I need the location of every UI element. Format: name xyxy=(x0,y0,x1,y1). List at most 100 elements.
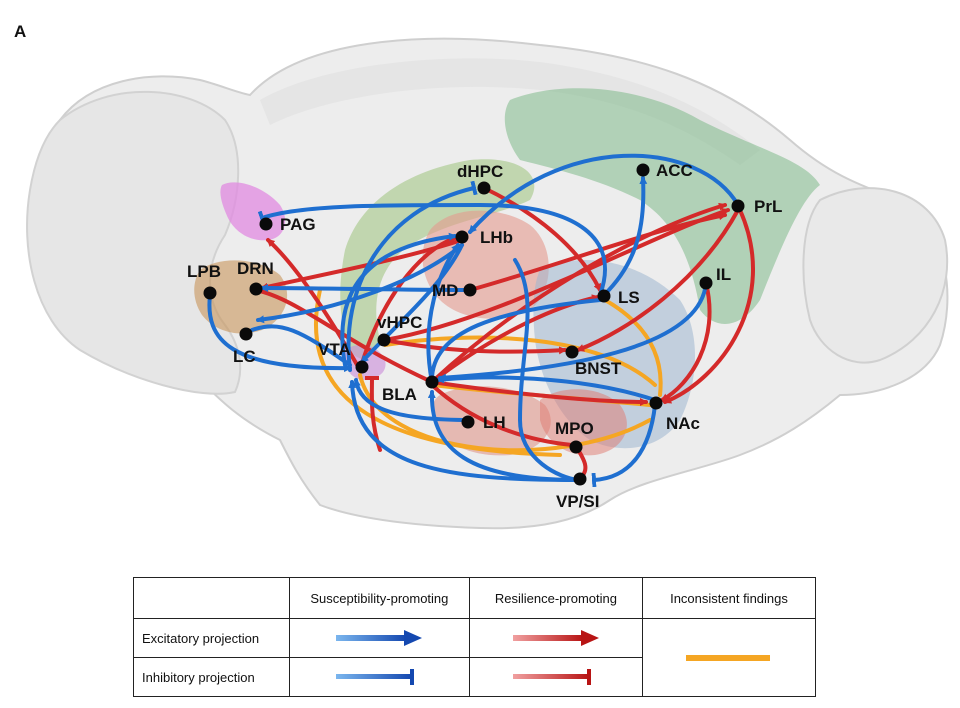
projection-md-ls-blue xyxy=(513,258,580,482)
olfactory-bulb-outline xyxy=(802,187,949,364)
legend-red-arrow xyxy=(468,618,643,658)
node-dot xyxy=(569,440,583,454)
node-label: DRN xyxy=(237,259,274,278)
node-label: LHb xyxy=(480,228,513,247)
node-ls: LS xyxy=(597,288,640,307)
cortex-surface xyxy=(260,58,760,165)
projection-vta-dhpc xyxy=(346,180,478,372)
node-vpsi: VP/SI xyxy=(556,472,599,511)
prefrontal-cortex-region xyxy=(504,88,820,324)
legend-blue-bar xyxy=(288,657,470,697)
projection-vta-lhb-blue xyxy=(340,232,457,367)
node-label: IL xyxy=(716,265,731,284)
node-label: MPO xyxy=(555,419,594,438)
legend-header-row: Susceptibility-promoting Resilience-prom… xyxy=(133,577,817,619)
projection-ls-nac xyxy=(603,298,663,397)
node-bnst: BNST xyxy=(565,345,622,378)
projection-vp-bla xyxy=(427,390,580,482)
node-label: PrL xyxy=(754,197,782,216)
node-lh: LH xyxy=(461,413,506,432)
node-label: dHPC xyxy=(457,162,503,181)
projection-lpb-vta xyxy=(207,293,352,373)
projection-prl-lhb xyxy=(468,153,740,234)
node-label: BNST xyxy=(575,359,622,378)
projection-lhb-vta xyxy=(360,243,464,364)
projection-vta-lc xyxy=(250,324,352,367)
projection-ls-acc xyxy=(602,176,648,297)
node-dot xyxy=(239,327,253,341)
projection-nac-vp xyxy=(591,403,657,488)
projection-il-nac xyxy=(660,281,712,402)
node-dhpc: dHPC xyxy=(457,162,503,195)
legend-corner-cell xyxy=(133,577,290,619)
node-dot xyxy=(699,276,713,290)
node-dot xyxy=(731,199,745,213)
projection-prl-bnst xyxy=(576,208,740,352)
node-dot xyxy=(259,217,273,231)
node-dot xyxy=(477,181,491,195)
node-lpb: LPB xyxy=(187,262,221,300)
cerebellum-outline xyxy=(26,90,242,395)
node-label: vHPC xyxy=(377,313,422,332)
legend-inhibitory-label: Inhibitory projection xyxy=(133,657,290,697)
node-label: NAc xyxy=(666,414,700,433)
projection-bla-ls-blue xyxy=(429,298,602,384)
legend-table: Susceptibility-promoting Resilience-prom… xyxy=(133,577,817,697)
node-il: IL xyxy=(699,265,731,290)
projection-lhb-lc xyxy=(256,243,464,324)
node-dot xyxy=(377,333,391,347)
projection-prl-nac xyxy=(663,208,755,404)
projection-bla-drn-red xyxy=(254,288,434,384)
node-lc: LC xyxy=(233,327,256,366)
node-label: LPB xyxy=(187,262,221,281)
node-label: MD xyxy=(432,281,458,300)
node-label: PAG xyxy=(280,215,316,234)
node-dot xyxy=(649,396,663,410)
legend-header-susceptibility: Susceptibility-promoting xyxy=(288,577,470,619)
node-label: BLA xyxy=(382,385,417,404)
projection-bla-mpo xyxy=(430,383,574,447)
projections xyxy=(207,153,755,488)
legend-red-bar xyxy=(468,657,643,697)
node-dot xyxy=(461,415,475,429)
node-nac: NAc xyxy=(649,396,700,433)
projection-vhpc-bnst xyxy=(383,338,567,355)
projection-vhpc-nac xyxy=(383,335,657,387)
node-pag: PAG xyxy=(259,215,316,234)
projection-lh-vta xyxy=(352,378,472,422)
node-dot xyxy=(355,360,369,374)
node-label: LH xyxy=(483,413,506,432)
node-drn: DRN xyxy=(237,259,274,296)
node-dot xyxy=(455,230,469,244)
node-mpo: MPO xyxy=(555,419,594,454)
node-vhpc: vHPC xyxy=(377,313,422,347)
node-vta: VTA xyxy=(318,340,369,374)
projection-dhpc-ls xyxy=(482,186,602,292)
hippocampus-region xyxy=(340,159,535,359)
legend-excitatory-row: Excitatory projection xyxy=(133,618,817,697)
node-dot xyxy=(463,283,477,297)
node-dot xyxy=(636,163,650,177)
node-label: VP/SI xyxy=(556,492,599,511)
node-label: LS xyxy=(618,288,640,307)
legend-excitatory-label: Excitatory projection xyxy=(133,618,290,658)
node-label: ACC xyxy=(656,161,693,180)
legend-blue-arrow xyxy=(288,618,470,658)
pons-region xyxy=(194,260,288,334)
node-label: LC xyxy=(233,347,256,366)
node-md: MD xyxy=(432,281,477,300)
node-prl: PrL xyxy=(731,197,782,216)
node-lhb: LHb xyxy=(455,228,513,247)
node-acc: ACC xyxy=(636,161,693,180)
legend-header-inconsistent: Inconsistent findings xyxy=(641,577,817,619)
legend-inhibitory-row: Inhibitory projection xyxy=(133,657,816,697)
node-dot xyxy=(425,375,439,389)
projection-md-drn xyxy=(260,284,472,293)
legend-orange-line xyxy=(641,618,817,697)
legend-header-resilience: Resilience-promoting xyxy=(468,577,643,619)
panel-letter: A xyxy=(14,22,27,41)
node-bla: BLA xyxy=(382,375,439,404)
projection-lhb-drn xyxy=(260,238,464,291)
